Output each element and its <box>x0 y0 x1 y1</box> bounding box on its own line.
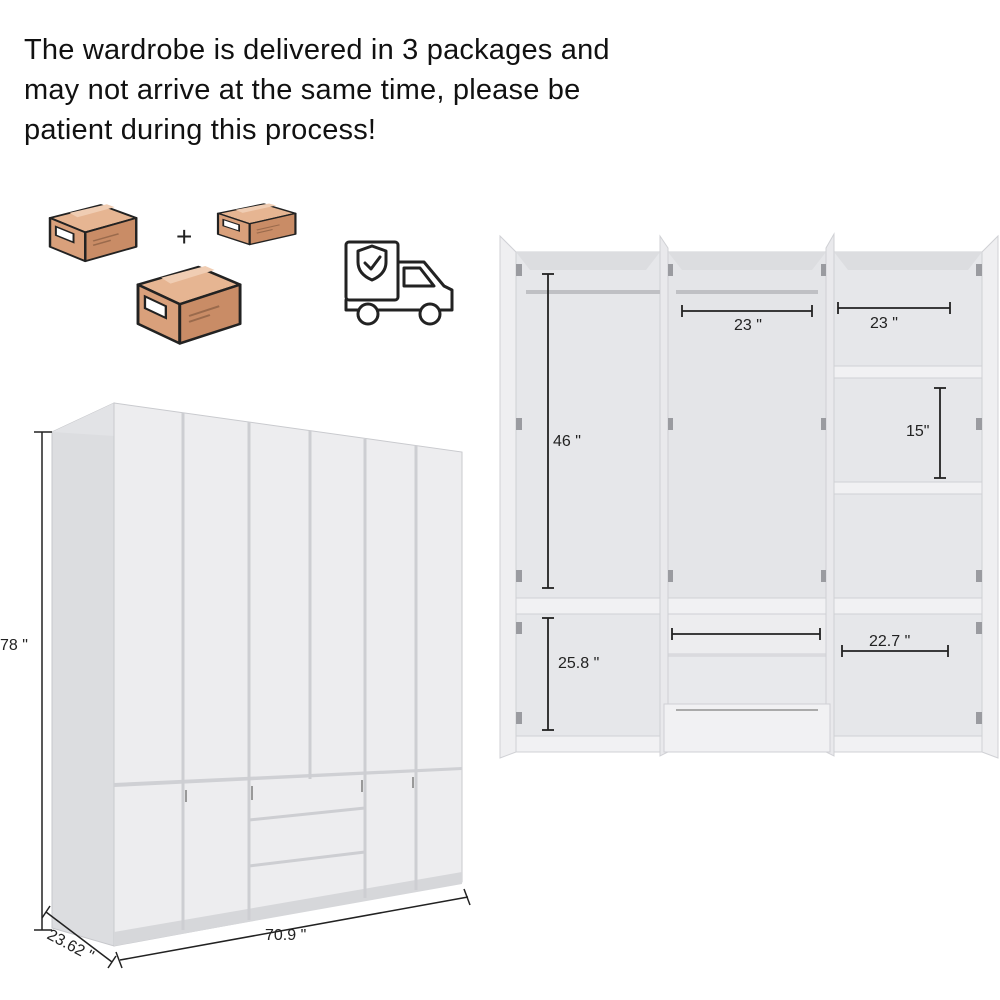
delivery-truck-shield-icon <box>344 240 454 326</box>
width-label: 70.9 " <box>265 927 306 944</box>
closed-wardrobe <box>34 402 471 969</box>
package-box-icon <box>48 203 138 263</box>
hanging-height-label: 46 " <box>553 433 581 450</box>
shelf-width-right-label: 23 " <box>870 315 898 332</box>
rail-width-center-label: 23 " <box>734 317 762 334</box>
lower-left-height-label: 25.8 " <box>558 655 599 672</box>
headline-line-3: patient during this process! <box>24 114 377 146</box>
shelf-spacing-label: 15" <box>906 423 929 440</box>
package-box-icon <box>136 264 242 345</box>
height-label: 78 " <box>0 637 28 654</box>
headline: The wardrobe is delivered in 3 packages … <box>24 30 744 150</box>
headline-line-2: may not arrive at the same time, please … <box>24 74 581 106</box>
lower-right-width-label: 22.7 " <box>869 633 910 650</box>
headline-line-1: The wardrobe is delivered in 3 packages … <box>24 34 610 66</box>
package-box-icon <box>216 202 297 246</box>
open-wardrobe <box>499 232 999 759</box>
plus-icon: + <box>176 221 192 252</box>
